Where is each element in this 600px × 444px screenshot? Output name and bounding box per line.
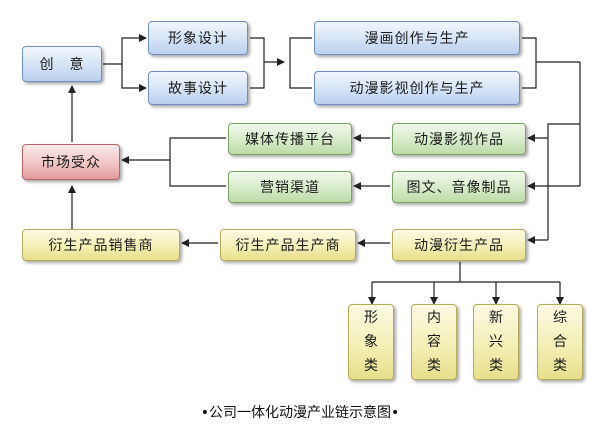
node-animation-works: 动漫影视作品: [392, 123, 526, 155]
node-animation-creation: 动漫影视创作与生产: [314, 71, 520, 105]
node-creativity: 创 意: [22, 46, 102, 82]
node-derivative-producers: 衍生产品生产商: [220, 229, 356, 261]
category-emerging: 新兴类: [473, 304, 519, 380]
node-image-design: 形象设计: [148, 21, 248, 55]
node-media-platform: 媒体传播平台: [228, 123, 352, 155]
category-content: 内容类: [411, 304, 457, 380]
node-animation-derivatives: 动漫衍生产品: [392, 229, 526, 261]
diagram-caption: •公司一体化动漫产业链示意图•: [200, 405, 400, 421]
category-comprehensive: 综合类: [537, 304, 583, 380]
node-graphic-av-products: 图文、音像制品: [392, 171, 526, 203]
category-image: 形象类: [348, 304, 394, 380]
node-comic-creation: 漫画创作与生产: [314, 21, 520, 55]
node-story-design: 故事设计: [148, 71, 248, 105]
node-derivative-sellers: 衍生产品销售商: [22, 229, 180, 261]
node-market-audience: 市场受众: [22, 144, 120, 180]
node-sales-channels: 营销渠道: [228, 171, 352, 203]
